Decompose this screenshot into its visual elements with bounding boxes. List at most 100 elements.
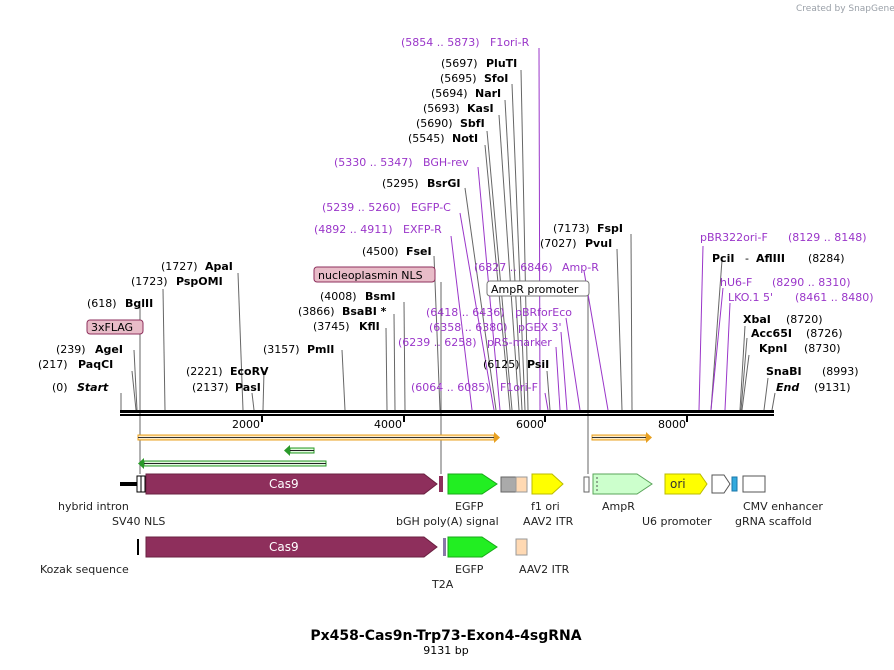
tick-label: 4000: [374, 418, 402, 431]
svg-text:(5295): (5295): [382, 177, 419, 190]
egfp-translation[interactable]: [447, 536, 498, 558]
f1ori-r-primer: F1ori-R: [490, 36, 530, 49]
svg-text:(5330 .. 5347): (5330 .. 5347): [334, 156, 413, 169]
pspomi-site: PspOMI: [176, 275, 223, 288]
apai-site: ApaI: [205, 260, 233, 273]
bsabi-site: BsaBI *: [342, 305, 387, 318]
svg-text:(8726): (8726): [806, 327, 843, 340]
svg-text:(5239 .. 5260): (5239 .. 5260): [322, 201, 401, 214]
translation-track: [137, 536, 528, 558]
hybrid-intron-label: hybrid intron: [58, 500, 129, 513]
svg-text:(3745): (3745): [313, 320, 350, 333]
svg-text:(0): (0): [52, 381, 68, 394]
cas9-feature[interactable]: [145, 473, 438, 495]
start-label: Start: [77, 381, 109, 394]
kpni-site: KpnI: [759, 342, 787, 355]
nucleoplasmin-nls-box[interactable]: [313, 266, 436, 283]
lko1-5-primer: LKO.1 5': [728, 291, 773, 304]
end-label: End: [776, 381, 799, 394]
svg-text:(5690): (5690): [416, 117, 453, 130]
ori-label: ori: [670, 477, 686, 491]
pbrforeco-primer: pBRforEco: [515, 306, 572, 319]
svg-text:(4500): (4500): [362, 245, 399, 258]
tick-label: 2000: [232, 418, 260, 431]
svg-text:(1727): (1727): [161, 260, 198, 273]
kfli-site: KflI: [359, 320, 380, 333]
svg-text:(3866): (3866): [298, 305, 335, 318]
svg-text:(4008): (4008): [320, 290, 357, 303]
svg-text:(8993): (8993): [822, 365, 859, 378]
restriction-sites-center: (5295) BsrGI (5545) NotI (5690) SbfI (56…: [382, 57, 623, 371]
restriction-sites-left: (0) Start (217) PaqCI (239) AgeI (618) B…: [38, 245, 432, 394]
afliii-site: AflIII: [756, 252, 785, 265]
egfp-translation-label: EGFP: [455, 563, 484, 576]
t2a-label: T2A: [431, 578, 454, 591]
svg-text:(6418 .. 6436): (6418 .. 6436): [426, 306, 505, 319]
bsrgi-site: BsrGI: [427, 177, 460, 190]
svg-text:(8730): (8730): [804, 342, 841, 355]
orf-arrows: [137, 432, 652, 469]
amp-r-primer: Amp-R: [562, 261, 599, 274]
f1-ori-feature[interactable]: [531, 473, 564, 495]
ampr-promoter-box[interactable]: [486, 280, 590, 297]
egfp-label: EGFP: [455, 500, 484, 513]
tick-label: 6000: [516, 418, 544, 431]
svg-text:(5693): (5693): [423, 102, 460, 115]
egfp-c-primer: EGFP-C: [411, 201, 451, 214]
svg-text:(5695): (5695): [440, 72, 477, 85]
bgh-rev-primer: BGH-rev: [423, 156, 469, 169]
pasi-site: PasI: [235, 381, 261, 394]
pcii-site: PciI: [712, 252, 734, 265]
ampr-label: AmpR: [602, 500, 635, 513]
svg-text:(8129 .. 8148): (8129 .. 8148): [788, 231, 867, 244]
map-length: 9131 bp: [423, 644, 468, 657]
svg-text:(5854 .. 5873): (5854 .. 5873): [401, 36, 480, 49]
svg-text:(618): (618): [87, 297, 117, 310]
svg-text:(5694): (5694): [431, 87, 468, 100]
hu6-f-primer: hU6-F: [720, 276, 752, 289]
u6-promoter-label: U6 promoter: [642, 515, 712, 528]
pmli-site: PmlI: [307, 343, 334, 356]
acc65i-site: Acc65I: [751, 327, 792, 340]
svg-text:(9131): (9131): [814, 381, 851, 394]
bgh-polya-label: bGH poly(A) signal: [396, 515, 499, 528]
fsei-site: FseI: [406, 245, 432, 258]
nari-site: NarI: [475, 87, 501, 100]
agei-site: AgeI: [95, 343, 123, 356]
svg-text:(217): (217): [38, 358, 68, 371]
svg-text:(1723): (1723): [131, 275, 168, 288]
svg-text:(8290 .. 8310): (8290 .. 8310): [772, 276, 851, 289]
pbr322ori-f-primer: pBR322ori-F: [700, 231, 768, 244]
cas9-translation-label: Cas9: [269, 540, 299, 554]
svg-text:(6064 .. 6085): (6064 .. 6085): [411, 381, 490, 394]
sfoi-site: SfoI: [484, 72, 508, 85]
svg-text:(3157): (3157): [263, 343, 300, 356]
sequence-backbone: [120, 410, 774, 422]
nucleoplasmin-nls-label: nucleoplasmin NLS: [318, 269, 423, 282]
primers: (5854 .. 5873) F1ori-R (5330 .. 5347) BG…: [314, 36, 874, 394]
cas9-translation[interactable]: [145, 536, 438, 558]
grna-scaffold-label: gRNA scaffold: [735, 515, 812, 528]
snapgene-watermark: Created by SnapGene: [796, 4, 894, 14]
3xflag-label: 3xFLAG: [91, 321, 133, 334]
map-title: Px458-Cas9n-Trp73-Exon4-4sgRNA: [310, 628, 581, 644]
ampr-feature[interactable]: [592, 473, 653, 495]
ampr-promoter-label: AmpR promoter: [491, 283, 579, 296]
3xflag-box[interactable]: [86, 319, 144, 335]
ori-feature[interactable]: [664, 473, 708, 495]
prs-marker-primer: pRS-marker: [487, 336, 552, 349]
svg-text:(6358 .. 6380): (6358 .. 6380): [429, 321, 508, 334]
pgex3-primer: pGEX 3': [518, 321, 562, 334]
svg-text:(5545): (5545): [408, 132, 445, 145]
restriction-sites-right: PciI - AflIII (8284) XbaI (8720) Acc65I …: [712, 252, 859, 394]
svg-text:(5697): (5697): [441, 57, 478, 70]
svg-text:(8284): (8284): [808, 252, 845, 265]
cmv-enhancer-label: CMV enhancer: [743, 500, 823, 513]
svg-text:(6125): (6125): [483, 358, 520, 371]
sbfi-site: SbfI: [460, 117, 485, 130]
kasi-site: KasI: [467, 102, 494, 115]
svg-text:(7027): (7027): [540, 237, 577, 250]
egfp-feature[interactable]: [447, 473, 498, 495]
bsmi-site: BsmI: [365, 290, 396, 303]
